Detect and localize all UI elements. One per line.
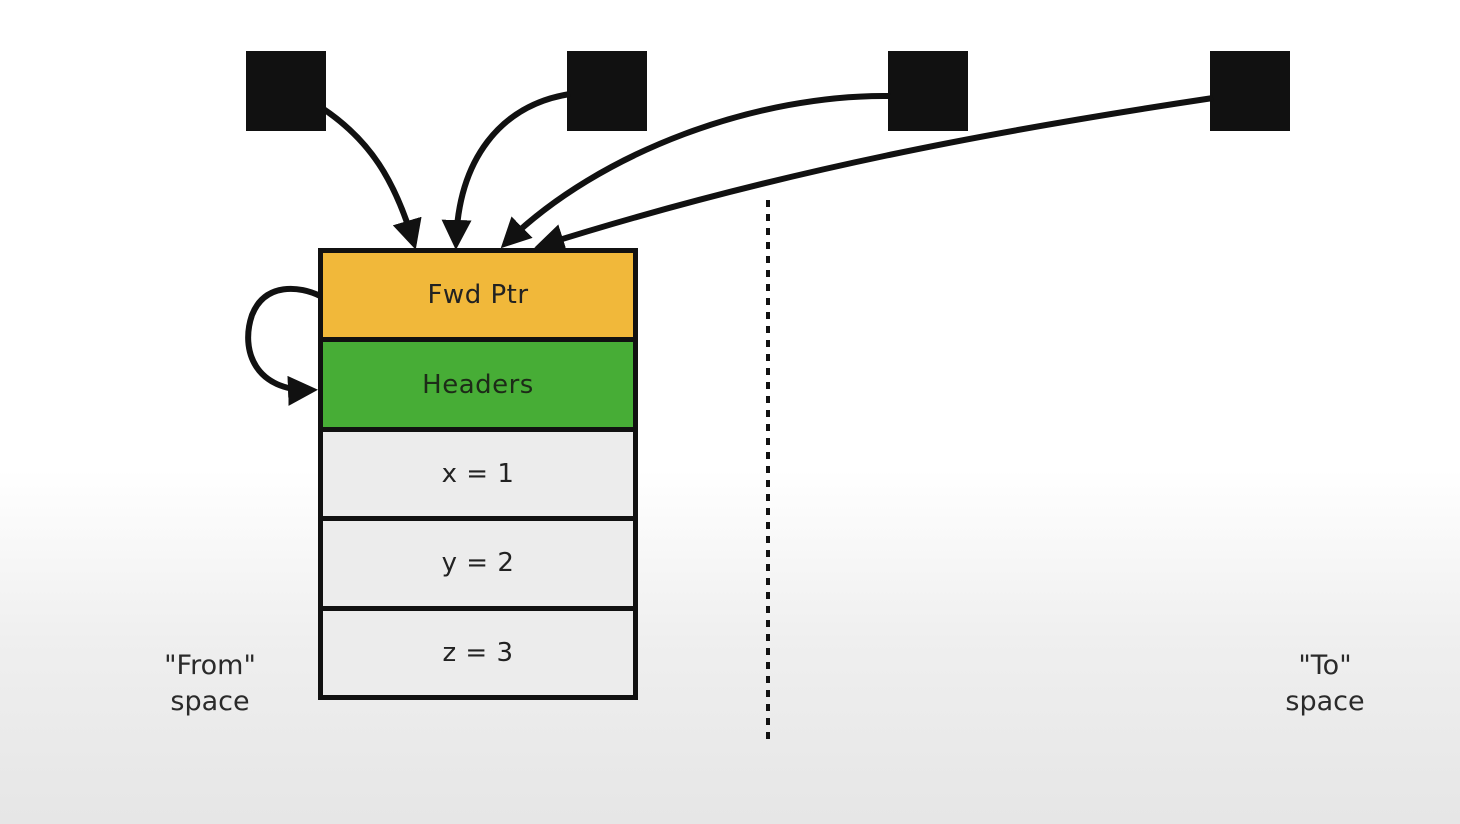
pointer-arrow-2 (441, 91, 571, 250)
field-z: z = 3 (323, 610, 633, 696)
forwarding-pointer-field: Fwd Ptr (323, 253, 633, 343)
headers-field: Headers (323, 342, 633, 432)
heap-object: Fwd Ptr Headers x = 1 y = 2 z = 3 (318, 248, 638, 700)
pointer-arrow-4 (534, 95, 1214, 254)
reference-box-1 (246, 51, 326, 131)
from-space-label-line1: "From" (164, 650, 256, 681)
from-space-label: "From" space (140, 648, 280, 720)
from-space-label-line2: space (170, 686, 250, 717)
to-space-label-line2: space (1285, 686, 1365, 717)
to-space-label-line1: "To" (1298, 650, 1352, 681)
pointer-arrow-1 (320, 105, 422, 250)
reference-box-3 (888, 51, 968, 131)
reference-box-2 (567, 51, 647, 131)
field-x: x = 1 (323, 431, 633, 522)
self-reference-arrow (245, 285, 322, 406)
pointer-arrow-3 (500, 92, 891, 249)
to-space-label: "To" space (1255, 648, 1395, 720)
field-y: y = 2 (323, 521, 633, 611)
reference-box-4 (1210, 51, 1290, 131)
